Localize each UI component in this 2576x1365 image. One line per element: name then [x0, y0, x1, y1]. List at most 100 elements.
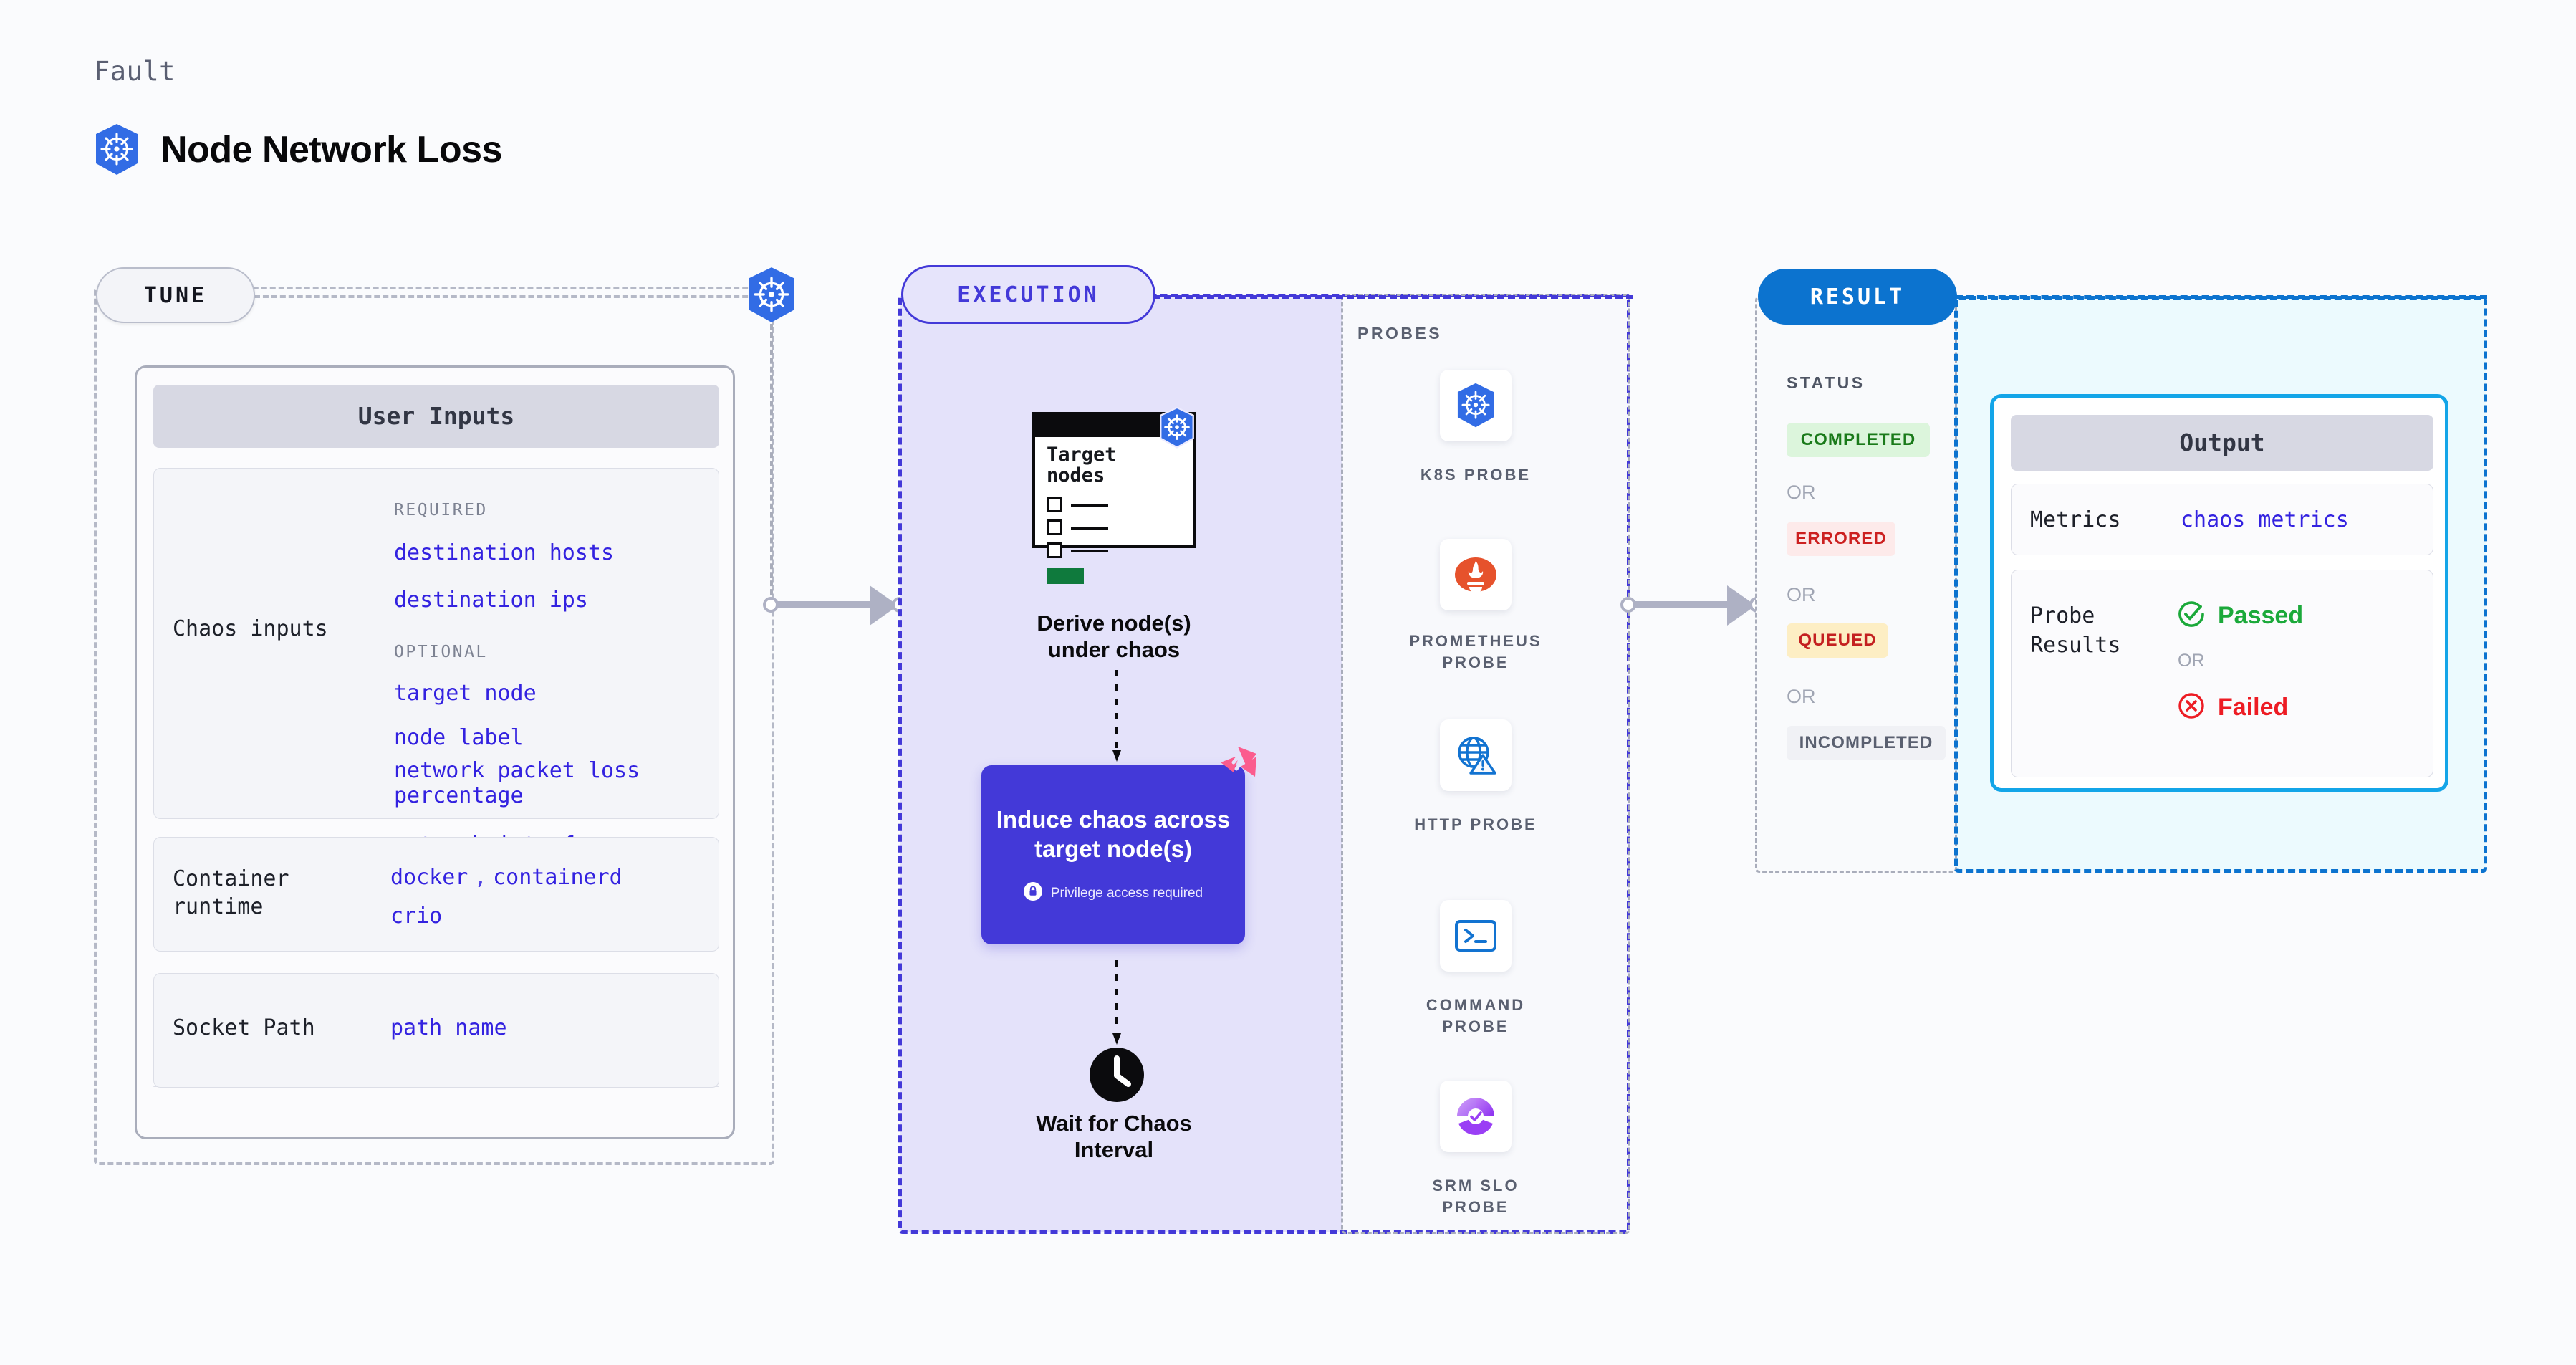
probe-card-k8s[interactable] — [1440, 370, 1512, 441]
metrics-value[interactable]: chaos metrics — [2181, 507, 2349, 532]
user-inputs-card: User Inputs Chaos inputs REQUIRED destin… — [135, 365, 735, 1139]
window-line-3 — [1071, 550, 1108, 552]
output-metrics-row: Metrics chaos metrics — [2011, 484, 2433, 555]
page-title: Node Network Loss — [160, 129, 502, 171]
wait-label-line1: Wait for Chaos — [1036, 1111, 1192, 1136]
chaos-inputs-row: Chaos inputs REQUIRED destination hosts … — [153, 468, 719, 858]
wait-chaos-interval-label: Wait for Chaos Interval — [956, 1111, 1272, 1163]
container-runtime-values-line1: docker , containerd — [390, 865, 623, 890]
window-checkbox-1 — [1047, 497, 1062, 512]
socket-path-box: Socket Path path name — [153, 973, 719, 1088]
terminal-icon — [1455, 920, 1496, 952]
stage-chip-execution[interactable]: EXECUTION — [901, 265, 1155, 324]
probe-card-srm-slo[interactable] — [1440, 1081, 1512, 1152]
clock-icon — [1088, 1046, 1145, 1107]
stage-chip-result-label: RESULT — [1810, 284, 1905, 310]
probe-result-passed: Passed — [2176, 599, 2303, 633]
probes-heading: PROBES — [1357, 324, 1443, 343]
probe-card-command[interactable] — [1440, 900, 1512, 972]
status-badge-completed: COMPLETED — [1787, 423, 1930, 457]
chaos-input-destination-ips[interactable]: destination ips — [394, 588, 588, 613]
tune-chip-connector — [254, 295, 774, 298]
status-badge-completed-label: COMPLETED — [1800, 430, 1916, 449]
window-title-line2: nodes — [1047, 464, 1105, 487]
status-badge-queued: QUEUED — [1787, 623, 1888, 658]
stage-chip-tune-label: TUNE — [143, 282, 208, 308]
socket-path-value[interactable]: path name — [390, 1015, 507, 1040]
derive-nodes-label-line1: Derive node(s) — [1037, 610, 1191, 636]
chaos-input-destination-hosts[interactable]: destination hosts — [394, 540, 615, 565]
container-runtime-box: Container runtime docker , containerd cr… — [153, 837, 719, 952]
socket-path-label: Socket Path — [173, 1015, 315, 1040]
probe-card-http[interactable] — [1440, 719, 1512, 791]
target-nodes-kubernetes-badge — [1158, 406, 1196, 452]
probe-result-failed: Failed — [2176, 691, 2288, 724]
window-green-button — [1047, 568, 1084, 584]
runtime-docker[interactable]: docker — [390, 865, 468, 890]
output-probe-results-row: Probe Results Passed OR — [2011, 570, 2433, 777]
window-checkbox-3 — [1047, 542, 1062, 558]
result-chip-connector — [1956, 295, 2487, 299]
probe-results-label-line2: Results — [2030, 632, 2121, 658]
kubernetes-icon — [93, 123, 140, 176]
chaos-inputs-label: Chaos inputs — [173, 616, 328, 641]
runtime-crio[interactable]: crio — [390, 904, 443, 929]
probe-label-command-line1: COMMAND — [1426, 996, 1526, 1014]
output-card-title: Output — [2011, 415, 2433, 471]
status-badge-errored: ERRORED — [1787, 522, 1895, 556]
page-title-row: Node Network Loss — [93, 123, 502, 176]
derive-nodes-label-line2: under chaos — [1047, 636, 1181, 662]
probe-label-prometheus: PROMETHEUS PROBE — [1361, 631, 1590, 673]
output-card: Output Metrics chaos metrics Probe Resul… — [1990, 394, 2448, 792]
prometheus-icon — [1455, 557, 1496, 593]
probe-label-srm-slo: SRM SLO PROBE — [1361, 1175, 1590, 1217]
runtime-containerd[interactable]: containerd — [493, 865, 623, 890]
tune-kubernetes-badge — [745, 267, 798, 327]
window-line-2 — [1071, 527, 1108, 530]
probe-label-command: COMMAND PROBE — [1361, 995, 1590, 1037]
probes-subpanel-boundary — [1341, 294, 1630, 1234]
probe-label-command-line2: PROBE — [1442, 1017, 1509, 1035]
probe-result-or: OR — [2178, 651, 2205, 671]
flow-arrow-2 — [1112, 960, 1121, 1050]
runtime-separator: , — [474, 865, 487, 890]
window-checkbox-2 — [1047, 519, 1062, 535]
probe-result-passed-label: Passed — [2218, 602, 2304, 629]
status-badge-errored-label: ERRORED — [1795, 529, 1887, 548]
probe-result-failed-label: Failed — [2218, 694, 2289, 721]
privilege-note: Privilege access required — [1023, 882, 1203, 905]
user-inputs-card-title: User Inputs — [153, 385, 719, 448]
stage-chip-result[interactable]: RESULT — [1758, 269, 1957, 325]
chaos-inputs-optional-tag: OPTIONAL — [394, 643, 488, 661]
srm-slo-icon — [1457, 1098, 1494, 1135]
status-badge-queued-label: QUEUED — [1798, 631, 1877, 650]
window-title-line1: Target — [1047, 444, 1117, 466]
chaos-input-node-label[interactable]: node label — [394, 725, 524, 750]
container-runtime-label: Container runtime — [173, 865, 359, 921]
probe-card-prometheus[interactable] — [1440, 539, 1512, 610]
status-badge-incompleted-label: INCOMPLETED — [1799, 733, 1933, 752]
chaos-input-target-node[interactable]: target node — [394, 681, 537, 706]
page-eyebrow: Fault — [94, 56, 176, 87]
stage-chip-tune[interactable]: TUNE — [96, 267, 255, 323]
induce-chaos-box[interactable]: Induce chaos across target node(s) Privi… — [981, 765, 1245, 944]
metrics-label: Metrics — [2030, 507, 2121, 532]
induce-chaos-title-line2: target node(s) — [1034, 835, 1192, 862]
result-status-column-fill — [1756, 297, 1956, 871]
probe-label-k8s: K8S PROBE — [1420, 466, 1532, 484]
flow-arrow-1 — [1112, 670, 1121, 767]
harness-logo — [1218, 745, 1258, 789]
probe-label-srm-line2: PROBE — [1442, 1197, 1509, 1216]
execution-chip-connector — [1153, 295, 1633, 299]
window-line-1 — [1071, 504, 1108, 507]
status-or-1: OR — [1787, 482, 1816, 503]
chaos-input-network-packet-loss-percentage[interactable]: network packet loss percentage — [394, 758, 640, 809]
kubernetes-icon — [1457, 383, 1494, 428]
wait-label-line2: Interval — [1074, 1136, 1154, 1162]
probe-label-http: HTTP PROBE — [1414, 815, 1537, 833]
probe-label-srm-line1: SRM SLO — [1432, 1177, 1519, 1194]
container-runtime-label-text: Container runtime — [173, 866, 289, 919]
induce-chaos-title: Induce chaos across target node(s) — [996, 805, 1230, 864]
globe-warning-icon — [1458, 737, 1496, 775]
